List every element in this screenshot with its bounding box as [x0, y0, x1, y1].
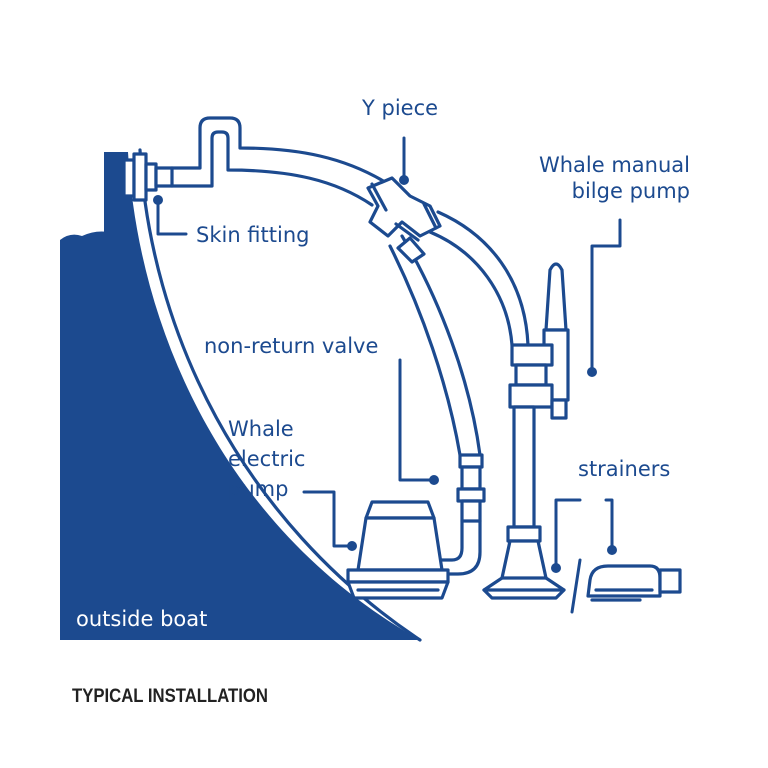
- label-whale-electric-line2: electric: [228, 447, 306, 471]
- label-whale-manual-line1: Whale manual: [538, 153, 690, 177]
- non-return-valve: [438, 453, 486, 576]
- transom-post: [104, 152, 118, 232]
- label-whale-manual-bilge-pump: Whale manual bilge pump: [500, 152, 690, 204]
- label-outside-boat: outside boat: [76, 607, 208, 631]
- hull-outside-fill: [60, 152, 420, 640]
- leader-strainer-b: [604, 498, 614, 550]
- leader-lines: [153, 136, 622, 614]
- leader-skin-fitting: [156, 198, 188, 236]
- manual-pump-hose: [428, 210, 530, 347]
- skin-fitting: [122, 152, 174, 202]
- electric-pump-hose: [388, 234, 482, 457]
- leader-strainer-a: [554, 498, 582, 570]
- strainer-unit: [586, 564, 682, 602]
- label-whale-electric-line3: pump: [228, 477, 289, 501]
- caption-typical-installation: TYPICAL INSTALLATION: [72, 686, 268, 707]
- label-whale-electric-pump: Whale electric pump: [228, 414, 305, 504]
- label-whale-electric-line1: Whale: [228, 417, 294, 441]
- label-strainers: strainers: [578, 457, 671, 481]
- electric-pump-unit: [346, 500, 450, 600]
- y-piece-fitting: [366, 176, 442, 242]
- label-y-piece: Y piece: [362, 96, 439, 120]
- label-skin-fitting: Skin fitting: [196, 223, 310, 247]
- label-whale-manual-line2: bilge pump: [571, 179, 690, 203]
- strainer-divider: [570, 558, 582, 614]
- leader-manual-pump: [590, 218, 622, 374]
- outlet-hose: [170, 116, 387, 207]
- label-non-return-valve: non-return valve: [204, 334, 379, 358]
- manual-pump-unit: [482, 262, 570, 600]
- leader-non-return-valve: [398, 358, 434, 482]
- leader-electric-pump: [302, 490, 352, 548]
